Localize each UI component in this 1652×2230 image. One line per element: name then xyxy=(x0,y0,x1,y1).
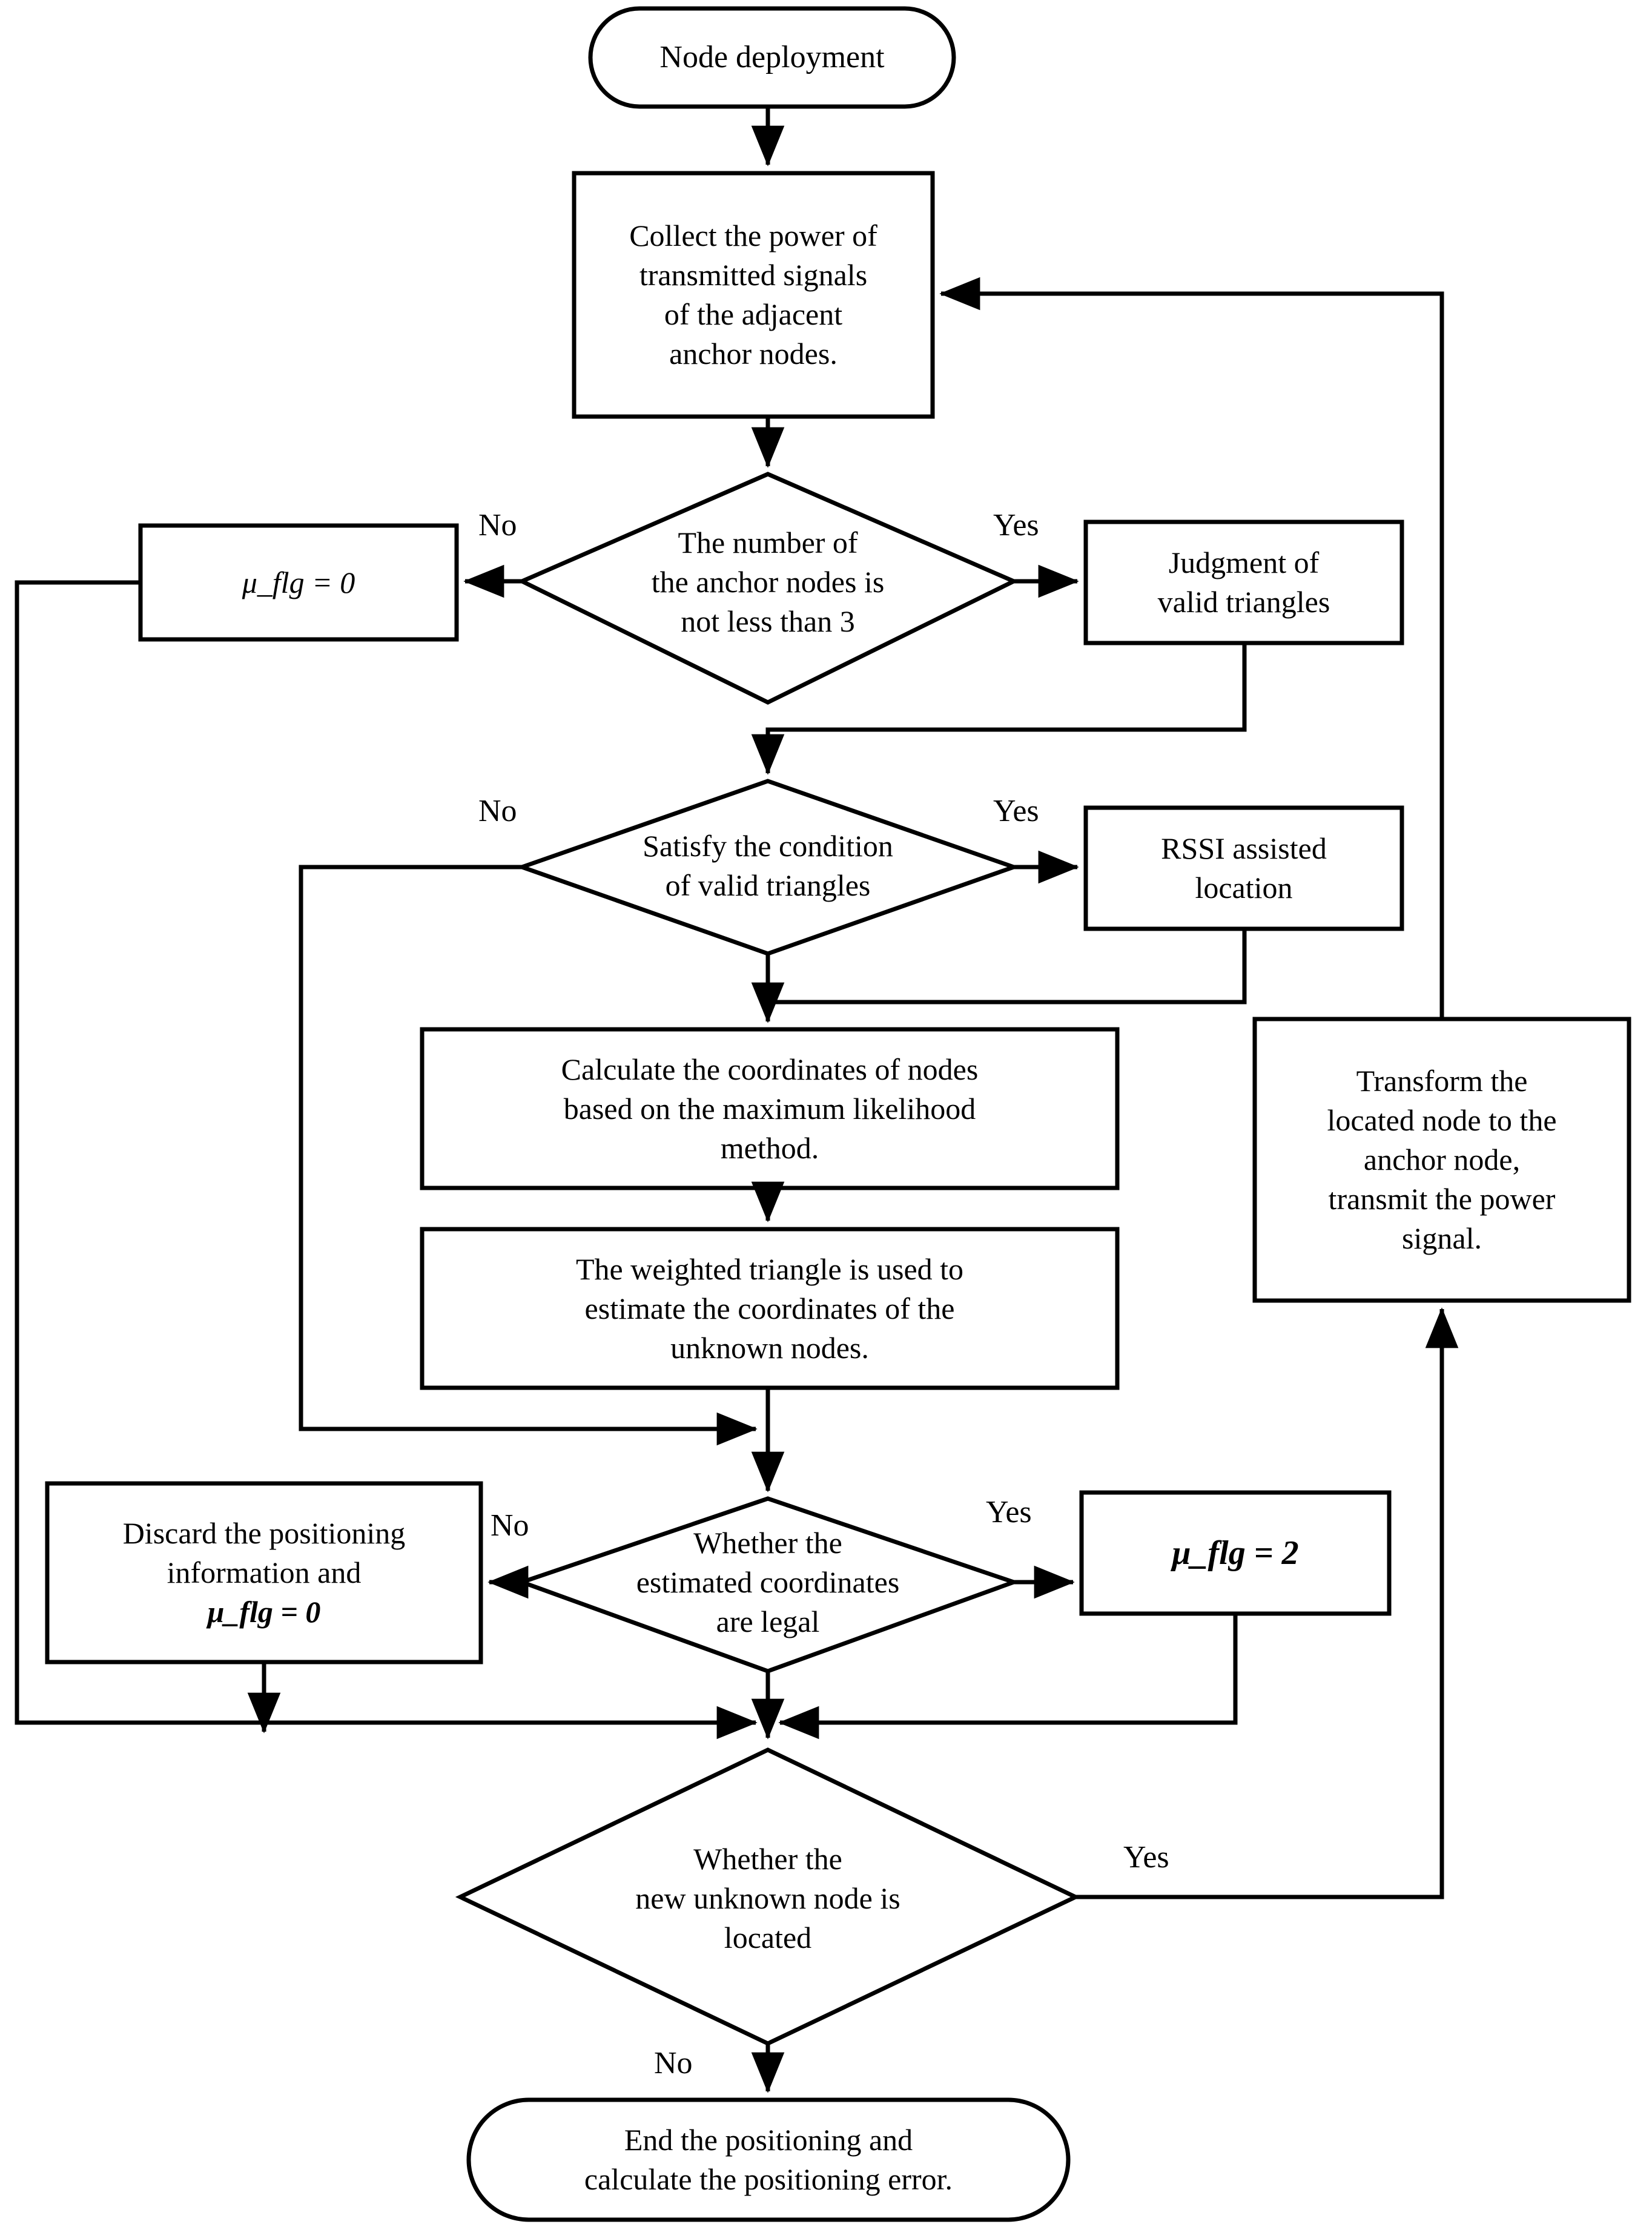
flg-zero-process-shape xyxy=(138,523,459,642)
collect-process-shape xyxy=(572,171,935,419)
edge-new-node-yes-to-transform xyxy=(1075,1307,1459,1899)
edge-judgment-to-valid-decision xyxy=(751,643,1247,775)
edge-transform-to-collect-feedback xyxy=(939,277,1444,1019)
start-terminator-shape xyxy=(588,6,956,109)
edge-flg-two-to-merge-bus xyxy=(778,1614,1238,1740)
legal-decision-shape xyxy=(515,1496,1020,1674)
rssi-location-process-shape xyxy=(1083,805,1404,931)
end-terminator-shape xyxy=(466,2097,1071,2222)
edge-flg-zero-feedback-bus xyxy=(15,580,758,1740)
calculate-coordinates-process-shape xyxy=(420,1027,1120,1190)
edge-valid-no-bypass xyxy=(299,865,758,1446)
valid-triangles-decision-shape xyxy=(515,779,1020,956)
anchor-count-decision-shape xyxy=(517,472,1019,705)
flg-two-process-shape xyxy=(1079,1490,1392,1616)
judgment-triangles-process-shape xyxy=(1083,520,1404,645)
edge-rssi-to-calculate xyxy=(751,929,1247,1023)
new-node-decision-shape xyxy=(455,1747,1081,2046)
weighted-triangle-process-shape xyxy=(420,1227,1120,1390)
discard-info-process-shape xyxy=(45,1481,483,1664)
transform-node-process-shape xyxy=(1252,1017,1631,1303)
